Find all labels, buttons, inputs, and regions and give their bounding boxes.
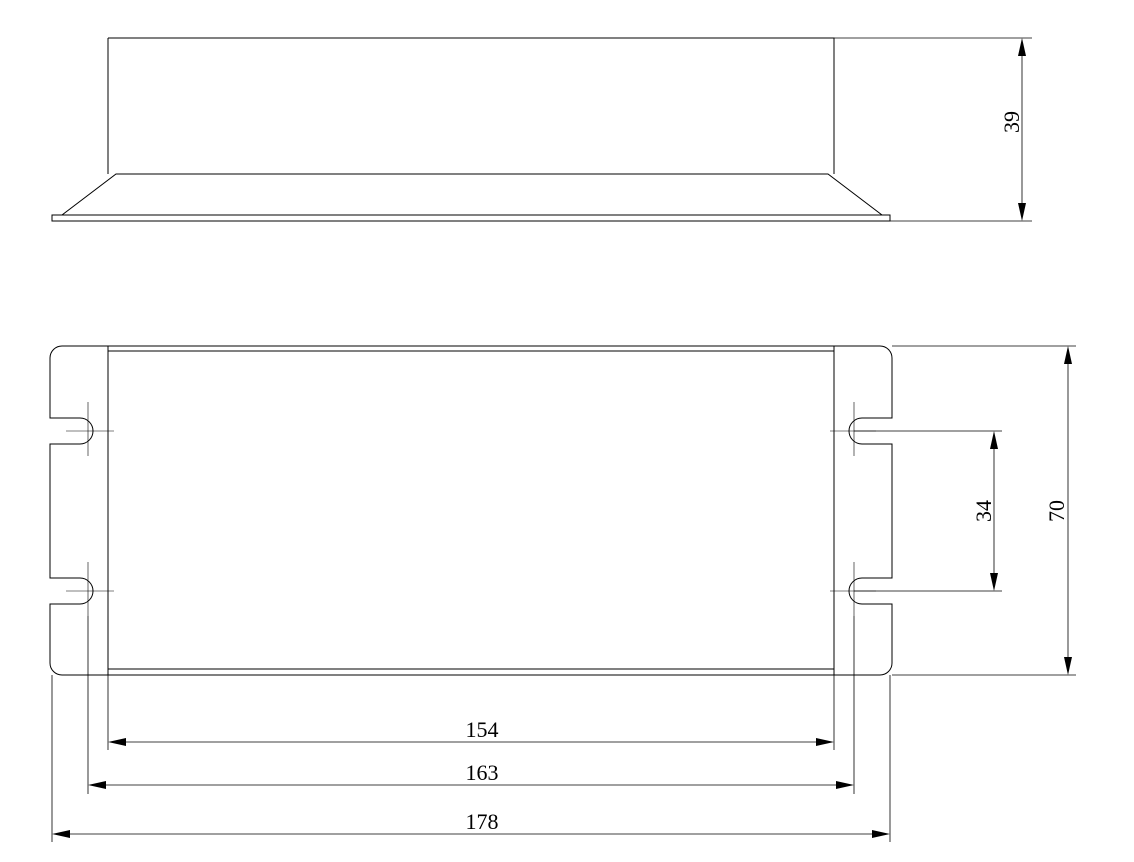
side-view: 39 (51, 37, 1032, 222)
dim-width-holes: 163 (466, 760, 499, 785)
dim-width-overall: 178 (466, 809, 499, 834)
dim-width-body: 154 (466, 717, 499, 742)
dim-height-top: 70 (1044, 500, 1069, 522)
top-view: 34 70 154 163 178 (49, 345, 1076, 842)
dim-hole-spacing: 34 (971, 500, 996, 522)
dim-height-side: 39 (999, 111, 1024, 133)
